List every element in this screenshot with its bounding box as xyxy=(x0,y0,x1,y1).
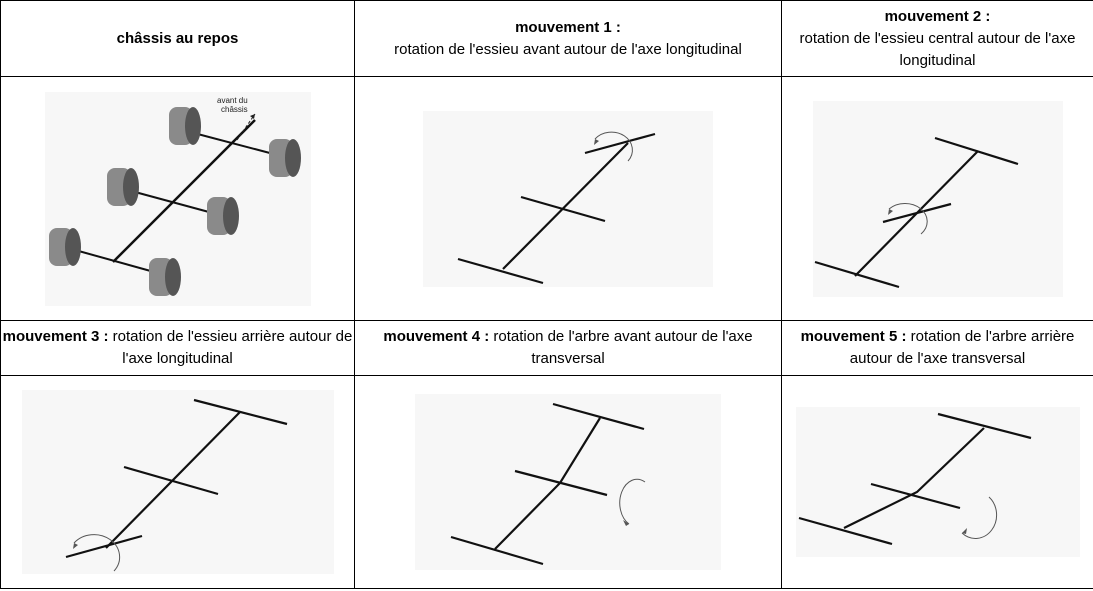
movement-5-label: mouvement 5 : xyxy=(800,328,907,345)
image-cell-movement-1 xyxy=(354,76,782,321)
header-movement-3: mouvement 3 : rotation de l'essieu arriè… xyxy=(0,320,355,376)
movement-4-description: rotation de l'arbre avant autour de l'ax… xyxy=(489,328,753,367)
movement-3-label: mouvement 3 : xyxy=(2,328,109,345)
wheel-icon xyxy=(48,227,81,266)
movement-2-diagram xyxy=(812,100,1063,297)
front-label-line1: avant du xyxy=(217,96,248,105)
movement-1-diagram xyxy=(423,110,713,287)
movement-5-description: rotation de l'arbre arrière autour de l'… xyxy=(849,328,1075,367)
header-rest: châssis au repos xyxy=(0,0,355,77)
header-movement-5: mouvement 5 : rotation de l'arbre arrièr… xyxy=(781,320,1093,376)
movement-2-label: mouvement 2 : xyxy=(884,7,991,25)
wheel-icon xyxy=(268,138,301,177)
chassis-rest-illustration: avant du châssis xyxy=(44,91,311,306)
movement-3-description: rotation de l'essieu arrière autour de l… xyxy=(108,328,353,367)
header-movement-2: mouvement 2 : rotation de l'essieu centr… xyxy=(781,0,1093,77)
rotation-arrow-icon xyxy=(888,202,928,234)
movement-1-label: mouvement 1 : xyxy=(515,18,621,36)
image-cell-movement-4 xyxy=(354,375,782,589)
image-cell-movement-3 xyxy=(0,375,355,589)
header-movement-4: mouvement 4 : rotation de l'arbre avant … xyxy=(354,320,782,376)
movement-3-diagram xyxy=(21,390,334,574)
movement-5-diagram xyxy=(795,407,1080,557)
wheel-icon xyxy=(148,257,181,296)
front-label-line2: châssis xyxy=(221,105,248,114)
image-cell-movement-2 xyxy=(781,76,1093,321)
rotation-arrow-icon xyxy=(961,496,997,539)
movement-4-diagram xyxy=(415,394,721,570)
movement-1-description: rotation de l'essieu avant autour de l'a… xyxy=(394,40,742,58)
header-rest-title: châssis au repos xyxy=(116,29,239,47)
wheel-icon xyxy=(206,196,239,235)
image-cell-movement-5 xyxy=(781,375,1093,589)
rotation-arrow-icon xyxy=(73,534,120,572)
rotation-arrow-icon xyxy=(594,131,633,161)
wheel-icon xyxy=(106,167,139,206)
wheel-icon xyxy=(168,106,201,145)
image-cell-rest: avant du châssis xyxy=(0,76,355,321)
movement-4-label: mouvement 4 : xyxy=(383,328,490,345)
header-movement-1: mouvement 1 : rotation de l'essieu avant… xyxy=(354,0,782,77)
rotation-arrow-icon xyxy=(619,478,646,525)
movement-2-description: rotation de l'essieu central autour de l… xyxy=(799,29,1076,69)
